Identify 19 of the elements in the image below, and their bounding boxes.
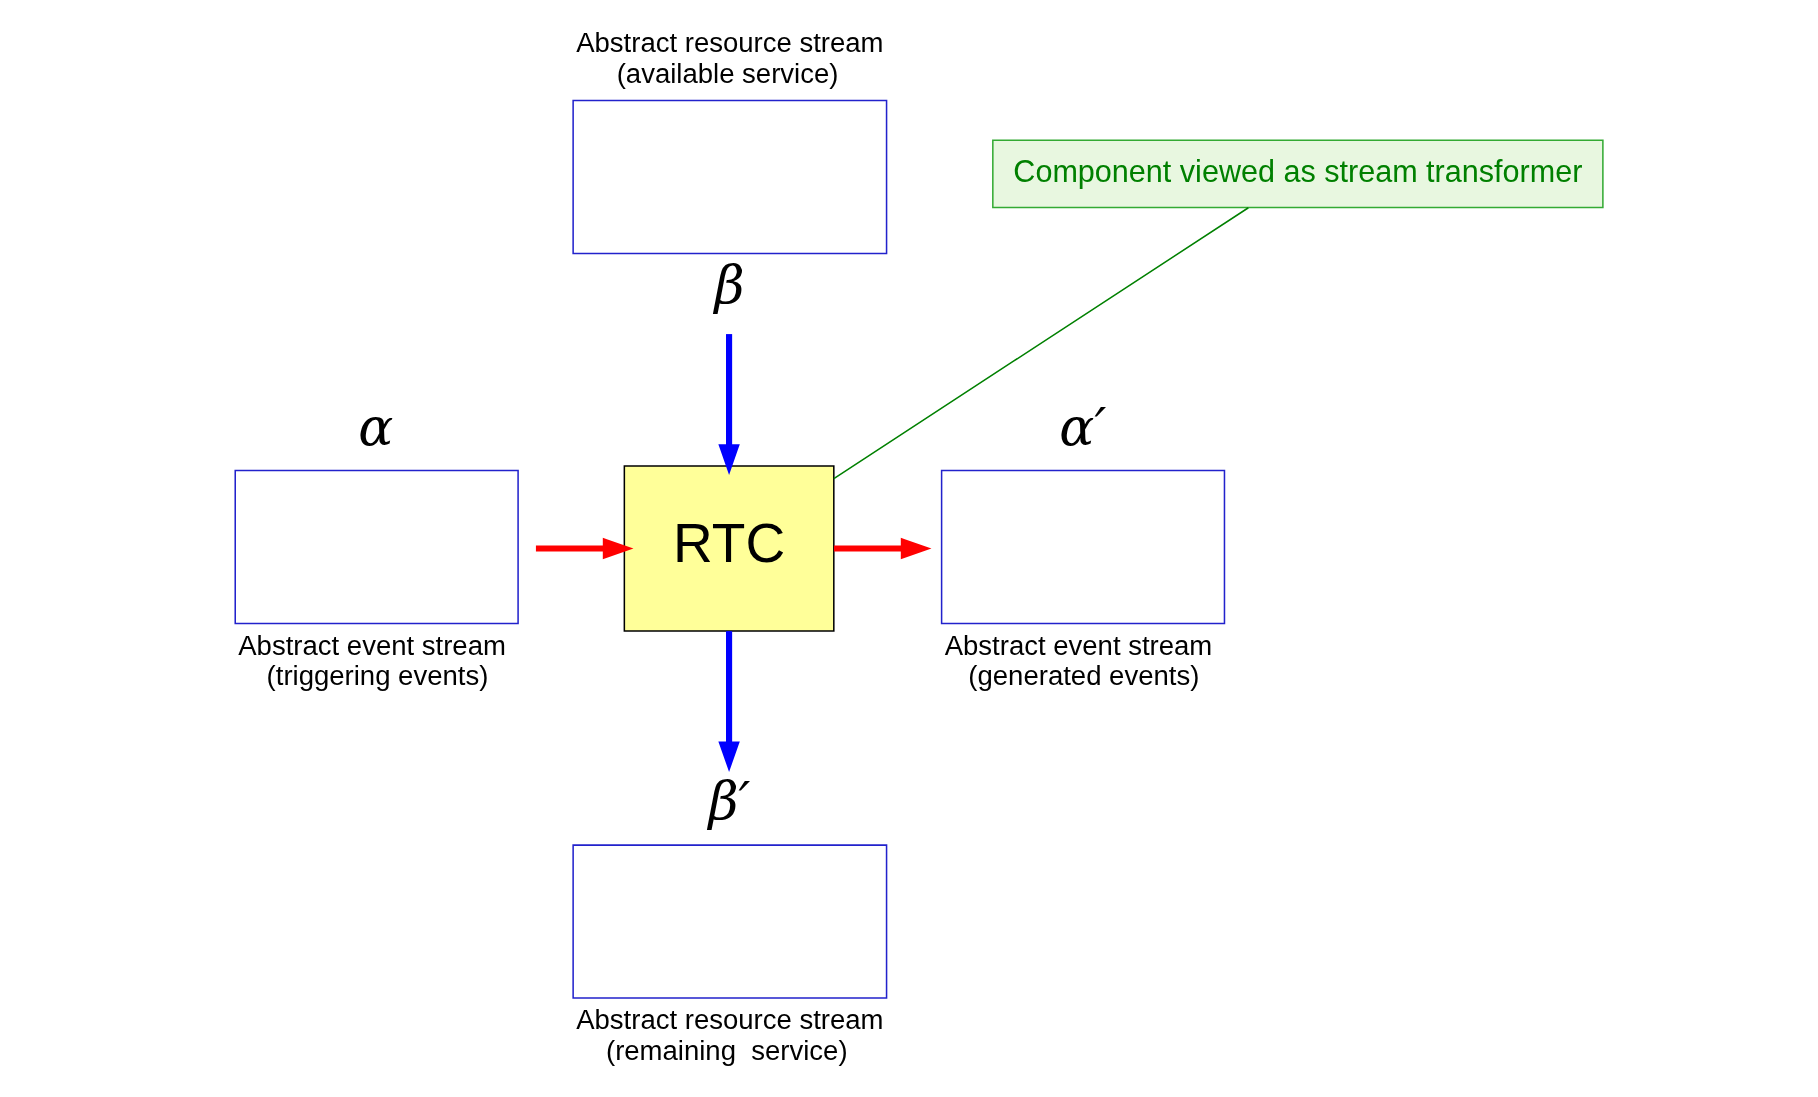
node-box xyxy=(233,469,519,625)
node-label: β′ xyxy=(707,771,750,832)
connector xyxy=(832,207,1249,480)
node-box xyxy=(571,99,887,255)
arrow xyxy=(833,537,931,560)
node-box: Component viewed as stream transformer xyxy=(991,139,1604,209)
arrow xyxy=(717,631,740,773)
node-box xyxy=(571,844,887,999)
node-box: RTC xyxy=(623,465,835,632)
arrow xyxy=(535,537,633,560)
node-label: Abstract event stream (generated events) xyxy=(944,629,1212,692)
node-label: α′ xyxy=(1058,396,1106,457)
node-label: α xyxy=(357,396,393,457)
node-box xyxy=(940,469,1225,625)
node-label: Abstract event stream (triggering events) xyxy=(237,629,506,692)
node-label: Abstract resource stream (remaining service) xyxy=(575,1004,884,1066)
node-label: Abstract resource stream (available service) xyxy=(575,27,884,89)
node-label: β xyxy=(714,254,745,315)
arrow xyxy=(717,334,740,475)
